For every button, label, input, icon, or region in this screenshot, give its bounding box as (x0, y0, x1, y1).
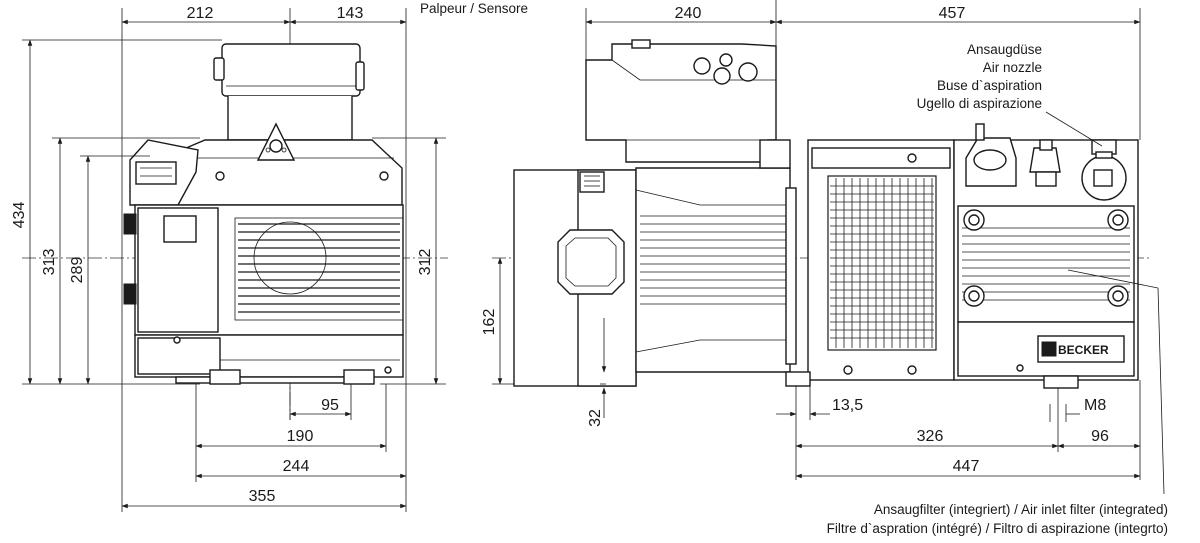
side-view: BECKER 240 457 (481, 0, 1168, 536)
dim-312: 312 (417, 249, 434, 276)
dim-95: 95 (321, 397, 339, 414)
dim-13-5: 13,5 (832, 397, 863, 414)
dim-355: 355 (249, 488, 276, 505)
pump-grille (827, 175, 937, 351)
dim-162: 162 (481, 309, 498, 336)
air-nozzle-label-it: Ugello di aspirazione (917, 96, 1042, 111)
sensor-label: Palpeur / Sensore (420, 1, 528, 16)
dim-326: 326 (917, 428, 944, 445)
dim-190: 190 (287, 428, 314, 445)
dim-244: 244 (283, 458, 310, 475)
dim-240: 240 (675, 5, 702, 22)
dim-289: 289 (69, 257, 86, 284)
dim-32: 32 (587, 409, 604, 427)
front-view: 212 143 434 313 289 312 95 190 244 355 P… (11, 1, 528, 512)
dim-143: 143 (337, 5, 364, 22)
dim-313: 313 (41, 249, 58, 276)
air-filter-label-line2: Filtre d`aspration (intégré) / Filtro di… (827, 521, 1168, 536)
air-nozzle-label-de: Ansaugdüse (967, 42, 1042, 57)
air-filter-label: Ansaugfilter (integriert) / Air inlet fi… (827, 502, 1168, 536)
dim-434: 434 (11, 202, 28, 229)
dim-m8: M8 (1084, 397, 1106, 414)
becker-logo: BECKER (1058, 343, 1109, 357)
air-filter-label-line1: Ansaugfilter (integriert) / Air inlet fi… (874, 502, 1168, 517)
dim-447: 447 (953, 458, 980, 475)
dim-96: 96 (1091, 428, 1109, 445)
fan-grille (234, 217, 404, 321)
dim-457: 457 (939, 5, 966, 22)
air-nozzle-label: Ansaugdüse Air nozzle Buse d`aspiration … (917, 42, 1042, 111)
dim-212: 212 (187, 5, 214, 22)
air-nozzle-label-en: Air nozzle (983, 60, 1042, 75)
air-nozzle-label-fr: Buse d`aspiration (937, 78, 1042, 93)
